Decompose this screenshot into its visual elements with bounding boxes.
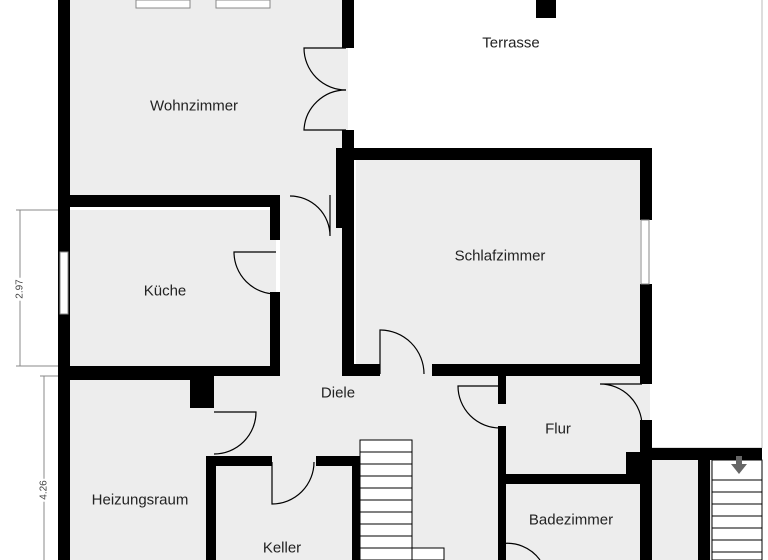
badezimmer-door — [499, 542, 541, 560]
heizungsraum-door — [213, 411, 257, 455]
flur-right-wall-upper — [640, 374, 652, 384]
kueche-door — [233, 251, 277, 295]
room-label-flur: Flur — [545, 420, 571, 438]
room-label-diele: Diele — [320, 384, 356, 402]
room-label-schlafzimmer: Schlafzimmer — [454, 247, 546, 265]
dimension-lines — [16, 209, 58, 560]
room-label-kueche: Küche — [143, 282, 187, 300]
schlafzimmer-left-wall — [342, 148, 354, 374]
landing-inner-wall — [698, 456, 710, 560]
room-label-wohnzimmer: Wohnzimmer — [149, 97, 239, 115]
schlafzimmer-door — [379, 329, 425, 375]
schlafzimmer-bottom-wall-left — [342, 364, 380, 376]
room-label-badezimmer: Badezimmer — [528, 511, 614, 529]
heizungsraum-top-wall — [58, 370, 208, 380]
windows — [59, 0, 650, 315]
doors — [213, 47, 643, 560]
dimension-label-heizungsraum: 4.26 — [38, 478, 50, 502]
kueche-right-wall-lower — [270, 292, 280, 372]
flur-door-left — [457, 385, 501, 429]
keller-left-wall — [206, 460, 216, 560]
keller-door — [271, 461, 315, 505]
flur-bottom-wall — [498, 474, 652, 484]
stairs-landing — [711, 459, 763, 560]
room-floors — [66, 0, 762, 560]
badezimmer-right-wall — [640, 480, 652, 560]
flur-left-wall-lower — [498, 426, 506, 560]
schlafzimmer-top-wall — [342, 148, 652, 160]
keller-top-wall-right — [316, 456, 360, 466]
wohnzimmer-door — [289, 195, 331, 237]
flur-corner-block — [626, 452, 652, 480]
dimension-label-kueche: 2.97 — [14, 277, 26, 301]
room-label-terrasse: Terrasse — [482, 34, 540, 52]
wohnzimmer-kueche-wall — [58, 195, 280, 207]
window-wohnzimmer-1 — [135, 0, 191, 9]
schlafzimmer-right-wall-lower — [640, 284, 652, 374]
kueche-floor — [70, 210, 276, 366]
flur-door-right — [599, 383, 643, 427]
room-label-keller: Keller — [262, 539, 302, 557]
kueche-right-wall-upper — [270, 195, 280, 240]
flur-left-wall-upper — [498, 374, 506, 404]
schlafzimmer-bottom-wall-right — [432, 364, 652, 376]
keller-right-wall — [352, 456, 360, 560]
stairs-diele — [359, 439, 445, 560]
wohnzimmer-floor — [66, 0, 348, 195]
room-label-heizungsraum: Heizungsraum — [91, 491, 189, 509]
schlafzimmer-floor — [356, 158, 640, 366]
landing-top-wall — [652, 448, 762, 460]
terrasse-double-door — [303, 47, 347, 131]
window-schlafzimmer — [640, 219, 650, 285]
schlafzimmer-right-wall-upper — [640, 148, 652, 220]
window-kueche — [59, 251, 69, 315]
stair-arrow-icon — [731, 456, 747, 474]
wohnzimmer-right-wall-upper — [342, 0, 354, 48]
heizungsraum-column — [190, 374, 214, 408]
keller-top-wall-left — [206, 456, 272, 466]
window-wohnzimmer-2 — [215, 0, 271, 9]
terrasse-pillar — [536, 0, 556, 18]
